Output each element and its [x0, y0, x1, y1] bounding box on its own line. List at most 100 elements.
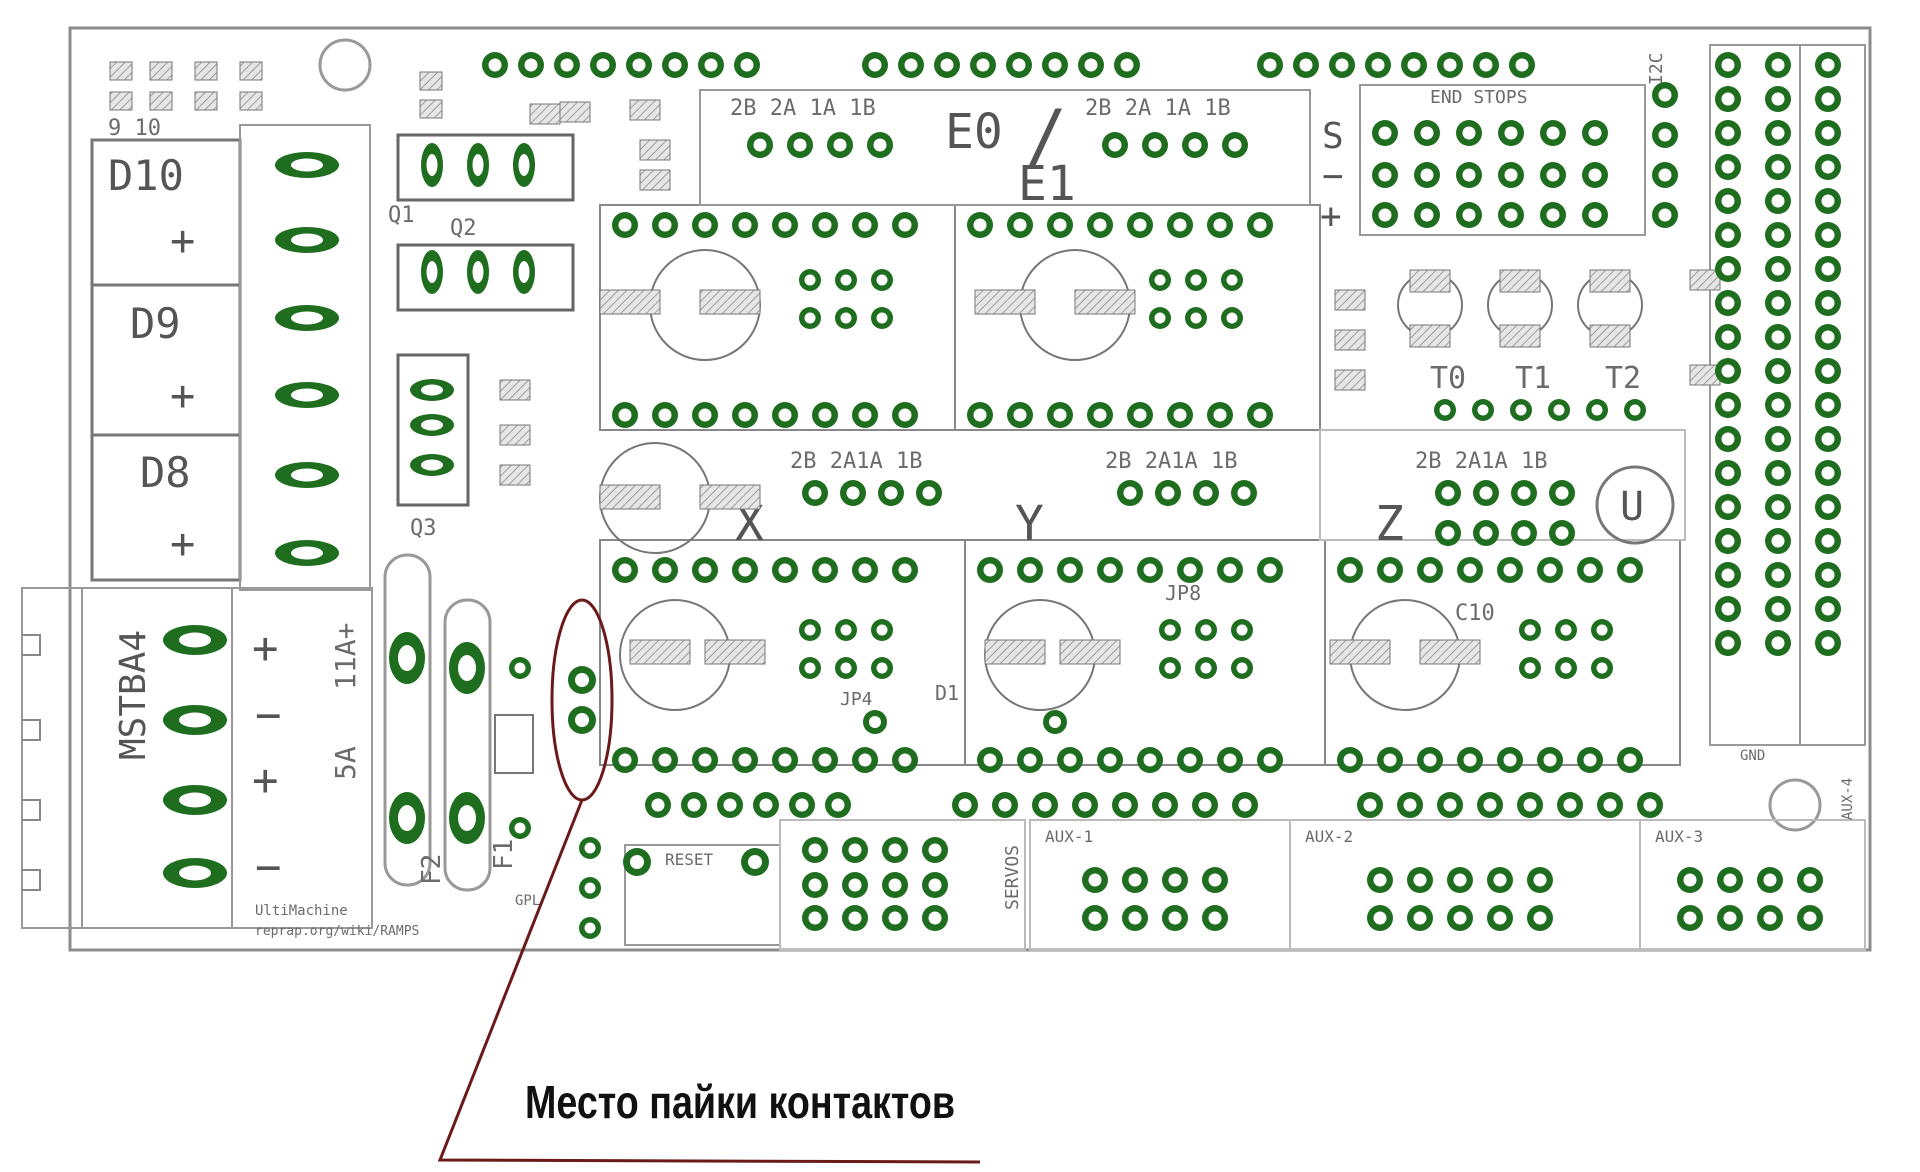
solder-pad [389, 632, 425, 684]
solder-pad [892, 747, 918, 773]
solder-pad [1456, 202, 1482, 228]
solder-pad [1293, 52, 1319, 78]
solder-pad [652, 402, 678, 428]
solder-pad [922, 837, 948, 863]
solder-pad [977, 747, 1003, 773]
solder-pad [970, 52, 996, 78]
solder-pad [1401, 52, 1427, 78]
solder-pad [1087, 402, 1113, 428]
solder-pad [1537, 557, 1563, 583]
solder-pad [1149, 269, 1171, 291]
solder-pad [812, 557, 838, 583]
solder-pad [513, 250, 535, 294]
solder-pad [1577, 747, 1603, 773]
power-label-d9: D9 [130, 299, 181, 348]
thermistor-t1: T1 [1515, 361, 1551, 396]
solder-pad [772, 557, 798, 583]
solder-pad [1815, 256, 1841, 282]
solder-pad [1257, 557, 1283, 583]
solder-pad [1185, 307, 1207, 329]
solder-pad [1114, 52, 1140, 78]
solder-pad [922, 905, 948, 931]
solder-pad [1498, 120, 1524, 146]
endstop-row-minus: − [1322, 156, 1344, 197]
solder-pad [612, 557, 638, 583]
solder-pad [732, 402, 758, 428]
annotation-caption: Место пайки контактов [525, 1076, 955, 1128]
solder-pad [967, 402, 993, 428]
solder-pad [835, 269, 857, 291]
rating-label-2: 5A [329, 746, 362, 780]
solder-pad [1765, 324, 1791, 350]
solder-pad [882, 905, 908, 931]
solder-pad [1232, 792, 1258, 818]
solder-pad [772, 747, 798, 773]
smd-part [984, 639, 1046, 665]
solder-pad [1435, 520, 1461, 546]
solder-pad [825, 792, 851, 818]
solder-pad [967, 212, 993, 238]
power-plus: + [252, 623, 279, 674]
solder-pad [1624, 399, 1646, 421]
smd-part [599, 484, 661, 510]
smd-part [109, 61, 133, 81]
solder-pad [1557, 792, 1583, 818]
solder-pad [1715, 154, 1741, 180]
solder-pad [1519, 619, 1541, 641]
solder-pad [163, 858, 227, 888]
solder-pad [1765, 188, 1791, 214]
solder-pad [1195, 657, 1217, 679]
solder-pad [842, 837, 868, 863]
solder-pad [1715, 120, 1741, 146]
solder-pad [878, 480, 904, 506]
solder-pad [1815, 358, 1841, 384]
solder-pad [1815, 188, 1841, 214]
solder-pad [812, 747, 838, 773]
solder-pad [275, 540, 339, 566]
solder-pad [1591, 657, 1613, 679]
solder-pad [652, 212, 678, 238]
solder-pad [275, 305, 339, 331]
solder-pad [626, 52, 652, 78]
solder-pad [163, 785, 227, 815]
solder-pad [1757, 867, 1783, 893]
solder-pad [579, 877, 601, 899]
solder-pad [1582, 120, 1608, 146]
solder-pad [1517, 792, 1543, 818]
solder-pad [1231, 480, 1257, 506]
solder-pad [1815, 120, 1841, 146]
smd-part [149, 61, 173, 81]
solder-pad [1765, 528, 1791, 554]
solder-pad [509, 657, 531, 679]
smd-part [629, 639, 691, 665]
solder-pad [1017, 557, 1043, 583]
solder-pad [1017, 747, 1043, 773]
solder-pad [1715, 188, 1741, 214]
solder-pad [1715, 358, 1741, 384]
solder-pad [612, 747, 638, 773]
solder-pad [1397, 792, 1423, 818]
smd-part [974, 289, 1036, 315]
smd-part [239, 61, 263, 81]
solder-pad [1815, 494, 1841, 520]
solder-pad [802, 837, 828, 863]
solder-pad [1765, 86, 1791, 112]
solder-pad [882, 837, 908, 863]
solder-pad [916, 480, 942, 506]
solder-pad [1231, 619, 1253, 641]
solder-pad [482, 52, 508, 78]
solder-pad [1586, 399, 1608, 421]
solder-pad [1815, 86, 1841, 112]
solder-pad [1815, 596, 1841, 622]
smd-part [699, 289, 761, 315]
smd-part [699, 484, 761, 510]
solder-pad [717, 792, 743, 818]
solder-pad [1527, 905, 1553, 931]
solder-pad [513, 143, 535, 187]
solder-pad [812, 402, 838, 428]
solder-pad [1078, 52, 1104, 78]
solder-pad [1257, 52, 1283, 78]
power-minus-2: − [255, 842, 282, 893]
solder-pad [1582, 202, 1608, 228]
